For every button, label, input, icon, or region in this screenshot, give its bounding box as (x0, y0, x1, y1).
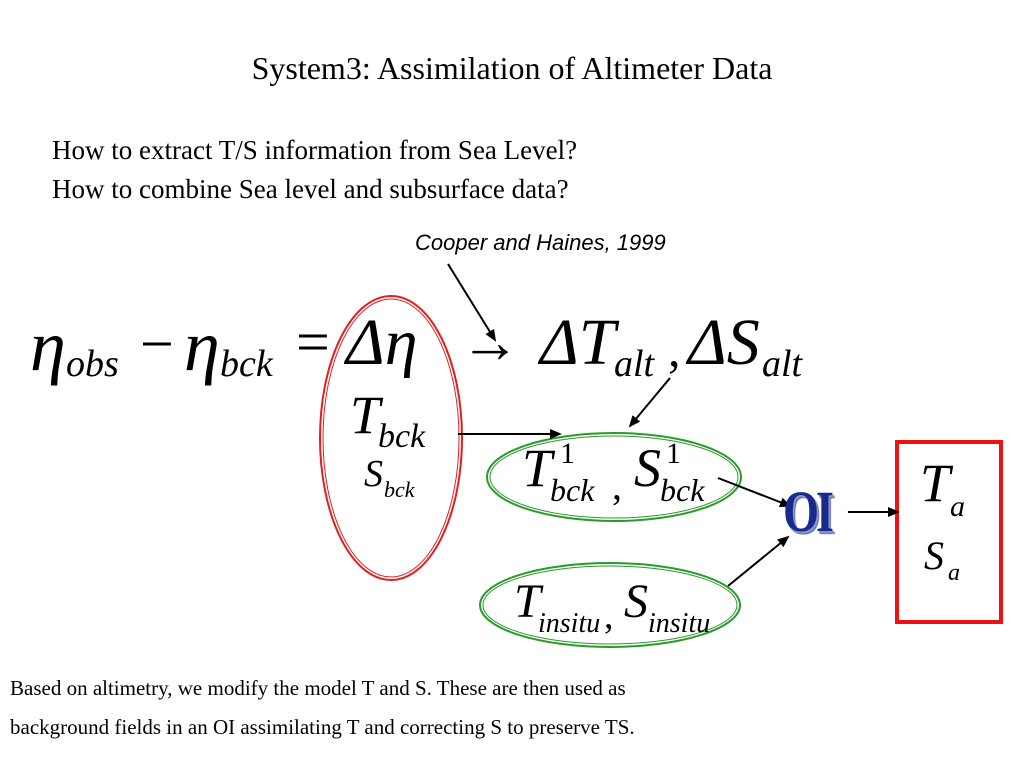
T-analysis-subscript: a (950, 490, 965, 523)
T-mod-superscript: 1 (560, 437, 575, 470)
modified-ellipse (486, 432, 742, 522)
T-bck: T (350, 385, 381, 445)
eta-bck: η (184, 306, 220, 386)
citation-arrow (447, 263, 497, 342)
delta-T: ΔT (540, 306, 616, 379)
S-insitu-subscript: insitu (648, 608, 711, 639)
T-insitu: T (514, 575, 541, 628)
comma: , (668, 321, 681, 377)
delta-S: ΔS (688, 306, 760, 379)
bck-subscript: bck (220, 343, 273, 385)
T-insitu-subscript: insitu (538, 608, 601, 639)
S-insitu: S (624, 575, 648, 628)
T-analysis: T (920, 453, 951, 513)
minus-sign: − (140, 311, 174, 377)
S-analysis-subscript: a (948, 560, 960, 586)
insitu-comma: , (604, 595, 614, 637)
implies-arrow: → (460, 309, 520, 375)
question-1: How to extract T/S information from Sea … (52, 135, 578, 165)
S-mod: S (634, 438, 661, 498)
caption-line-2: background fields in an OI assimilating … (10, 715, 635, 739)
alt-to-modified-arrow (628, 377, 671, 428)
S-analysis: S (924, 533, 944, 578)
background-ellipse (319, 295, 463, 581)
T-bck-subscript: bck (378, 418, 426, 455)
insitu-ellipse (479, 562, 741, 648)
T-mod-subscript: bck (550, 472, 595, 508)
slide-title: System3: Assimilation of Altimeter Data (251, 50, 773, 86)
question-2: How to combine Sea level and subsurface … (52, 174, 569, 204)
S-bck: S (364, 453, 383, 495)
S-mod-superscript: 1 (666, 437, 681, 470)
equals-sign: = (296, 309, 330, 375)
alt-subscript-T: alt (614, 343, 655, 385)
S-mod-subscript: bck (660, 472, 705, 508)
delta-eta: Δη (346, 306, 418, 379)
S-bck-subscript: bck (384, 477, 415, 502)
eta-obs: η (30, 306, 66, 386)
insitu-to-oi-arrow (727, 535, 790, 587)
citation: Cooper and Haines, 1999 (415, 230, 666, 255)
analysis-box (895, 440, 1003, 624)
modified-to-oi-arrow (717, 477, 792, 508)
obs-subscript: obs (66, 343, 119, 385)
caption-line-1: Based on altimetry, we modify the model … (10, 676, 626, 700)
oi-label: OI (783, 479, 834, 544)
mod-comma: , (612, 463, 622, 508)
alt-subscript-S: alt (762, 343, 803, 385)
T-mod: T (522, 438, 553, 498)
